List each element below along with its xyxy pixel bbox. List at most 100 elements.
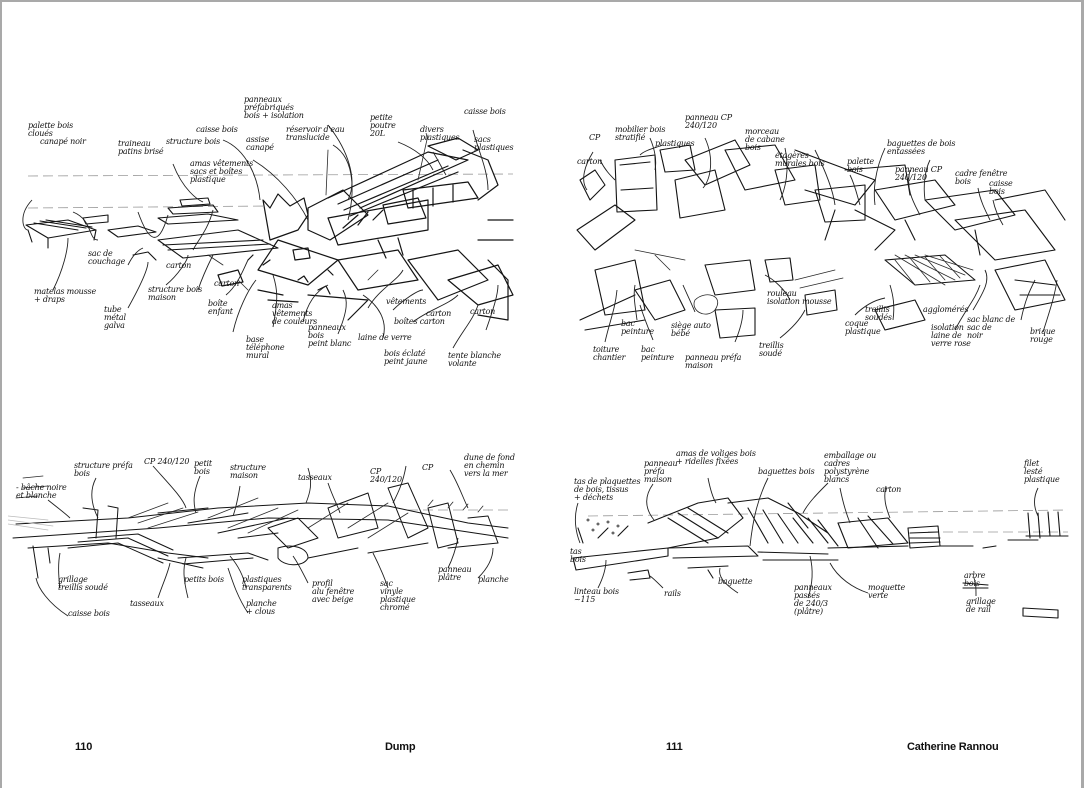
annotation: siège auto bébé xyxy=(671,321,711,338)
annotation: dune de fond en chemin vers la mer xyxy=(464,453,515,478)
annotation: baguettes bois xyxy=(758,467,815,476)
annotation: sac de couchage xyxy=(88,249,126,266)
running-title: Dump xyxy=(385,741,416,753)
annotation: sac vinyle plastique chromé xyxy=(380,579,416,612)
annotation: filet lesté plastique xyxy=(1024,459,1060,484)
sketch-top-right: CP carton mobilier bois stratifié plasti… xyxy=(575,110,1075,380)
annotation: carton xyxy=(426,309,452,318)
sketch-bottom-right-drawing xyxy=(572,477,1069,619)
annotation: grillage treillis soudé xyxy=(58,575,108,592)
annotation: assise canapé xyxy=(246,135,274,152)
annotation: sac blanc de sac de noir xyxy=(967,315,1015,340)
annotation: isolation laine de verre rose xyxy=(931,323,971,348)
annotation: structure bois maison xyxy=(148,285,203,302)
page-number-left: 110 xyxy=(75,741,93,753)
annotation: amas vêtements de couleurs xyxy=(272,301,318,326)
annotation: laine de verre xyxy=(358,333,412,342)
annotation: bac peinture xyxy=(621,319,654,336)
annotation: structure préfa bois xyxy=(74,461,133,478)
annotation: carton xyxy=(214,279,240,288)
annotation: rails xyxy=(664,589,681,598)
annotation: palette bois cloués xyxy=(28,121,74,138)
annotation: panneaux préfabriqués bois + isolation xyxy=(244,95,304,120)
annotation: tas bois xyxy=(570,547,586,564)
sketch-top-right-drawing xyxy=(576,137,1066,343)
annotation: amas vêtements sacs et boîtes plastique xyxy=(190,159,253,184)
annotation: caisse bois xyxy=(196,125,238,134)
annotation: plastiques xyxy=(655,139,695,148)
sketch-bottom-left: structure préfa bois CP 240/120 petit bo… xyxy=(8,448,518,628)
annotation: canapé noir xyxy=(40,137,86,146)
annotation: carton xyxy=(166,261,192,270)
annotation: palette bois xyxy=(847,157,874,174)
annotation: structure maison xyxy=(230,463,266,480)
annotation: treillis soudé xyxy=(759,341,784,358)
annotation: CP xyxy=(589,133,601,142)
annotation: tasseaux xyxy=(298,473,332,482)
annotation: panneau préfa maison xyxy=(685,353,742,370)
annotation: morceau de cabane bois xyxy=(745,127,785,152)
page-number-right: 111 xyxy=(666,741,683,753)
annotation: toiture chantier xyxy=(593,345,626,362)
annotation: boîtes carton xyxy=(394,317,445,326)
sketch-top-left: palette bois cloués canapé noir traineau… xyxy=(8,90,523,380)
annotation: brique rouge xyxy=(1030,327,1056,344)
annotation: structure bois xyxy=(166,137,221,146)
annotation: plastiques transparents xyxy=(242,575,292,592)
annotation: matelas mousse + draps xyxy=(34,287,96,304)
sketch-bottom-left-drawing xyxy=(8,465,509,617)
annotation: carton xyxy=(876,485,902,494)
author-name: Catherine Rannou xyxy=(907,741,999,753)
annotation: linteau bois ~115 xyxy=(574,587,619,604)
annotation: CP 240/120 xyxy=(370,467,402,484)
annotation: panneaux bois peint blanc xyxy=(308,323,352,348)
annotation: arbre bois xyxy=(964,571,986,588)
annotation: baguette xyxy=(718,577,753,586)
annotation: carton xyxy=(470,307,496,316)
annotation: grillage de rail xyxy=(966,597,996,614)
annotation: bois éclaté peint jaune xyxy=(384,349,428,366)
annotation: tente blanche volante xyxy=(448,351,501,368)
annotation: divers plastiques xyxy=(420,125,460,142)
annotation: treillis soudés xyxy=(865,305,892,322)
annotation: bac peinture xyxy=(641,345,674,362)
annotation: tas de plaquettes de bois, tissus + déch… xyxy=(574,477,641,502)
annotation: boîte enfant xyxy=(208,299,233,316)
annotation: petit bois xyxy=(194,459,212,476)
annotation: sacs plastiques xyxy=(474,135,514,152)
annotation: CP 240/120 xyxy=(144,457,190,466)
annotation: panneau CP 240/120 xyxy=(685,113,732,130)
annotation: coque plastique xyxy=(845,319,881,336)
annotation: caisse bois xyxy=(989,179,1013,196)
annotation: planche + clous xyxy=(246,599,277,616)
annotation: petits bois xyxy=(184,575,224,584)
annotation: emballage ou cadres polystyrène blancs xyxy=(824,451,877,484)
annotation: caisse bois xyxy=(68,609,110,618)
annotation: traineau patins brisé xyxy=(118,139,164,156)
annotation: petite poutre 20L xyxy=(370,113,396,138)
annotation: mobilier bois stratifié xyxy=(615,125,666,142)
annotation: amas de voliges bois + ridelles fixées xyxy=(676,449,756,466)
sketch-top-left-drawing xyxy=(22,124,514,349)
annotation: panneau plâtre xyxy=(438,565,472,582)
annotation: profil alu fenêtre avec beige xyxy=(312,579,355,604)
sketch-bottom-right: tas de plaquettes de bois, tissus + déch… xyxy=(568,448,1078,628)
annotation: moquette verte xyxy=(868,583,905,600)
annotation: base téléphone mural xyxy=(246,335,285,360)
annotation: vêtements xyxy=(386,297,427,306)
annotation: planche xyxy=(478,575,509,584)
annotation: CP xyxy=(422,463,434,472)
annotation: étagères murales bois xyxy=(775,151,825,168)
annotation: agglomérés xyxy=(923,305,969,314)
annotation: panneaux passés de 240/3 (plâtre) xyxy=(794,583,832,616)
annotation: tasseaux xyxy=(130,599,164,608)
annotation: rouleau isolation mousse xyxy=(767,289,832,306)
annotation: panneau préfa maison xyxy=(644,459,678,484)
annotation: réservoir d'eau translucide xyxy=(286,125,345,142)
annotation: carton xyxy=(577,157,603,166)
annotation: cadre fenêtre bois xyxy=(955,169,1008,186)
annotation: tube métal galva xyxy=(104,305,126,330)
annotation: panneau CP 240/120 xyxy=(895,165,942,182)
